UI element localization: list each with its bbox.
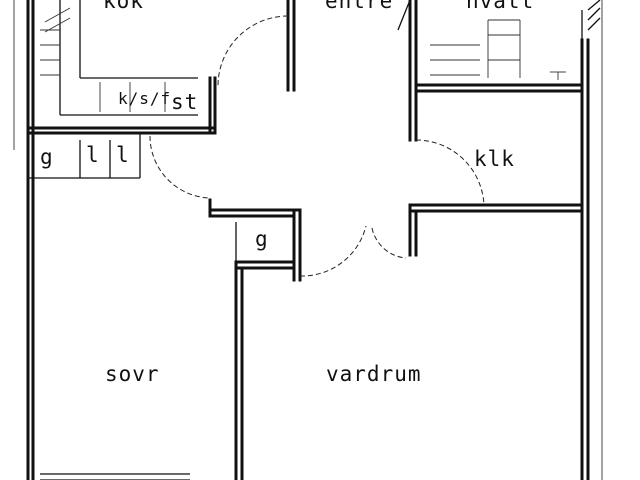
room-label-bathroom: hvatt [466, 0, 534, 13]
label-wardrobe-g-2: g [255, 227, 269, 251]
room-walls [28, 133, 302, 480]
label-wardrobe-g-1: g [40, 145, 54, 169]
room-label-bedroom: sovr [105, 362, 160, 386]
label-wardrobe-l-2: l [116, 143, 130, 167]
outer-walls [13, 0, 603, 480]
label-wardrobe-l-1: l [86, 143, 100, 167]
room-label-living-room: vardrum [326, 362, 422, 386]
room-label-hall: entré [325, 0, 393, 13]
room-label-closet: klk [474, 147, 515, 171]
label-fridge-freezer: k/s/f [118, 89, 171, 108]
kitchen-walls [26, 0, 296, 135]
room-label-kitchen: kök [103, 0, 144, 13]
bathroom-walls [408, 0, 584, 142]
label-stove: st [171, 90, 198, 114]
door-swings [149, 0, 485, 277]
closet-walls [408, 203, 584, 257]
